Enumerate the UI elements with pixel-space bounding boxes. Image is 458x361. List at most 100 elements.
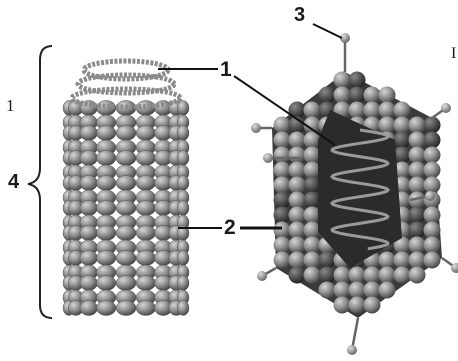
capsomere: [274, 252, 291, 269]
capsomere: [274, 237, 291, 254]
capsomere: [349, 102, 366, 119]
capsomere: [424, 117, 441, 134]
brace-number-label: 4: [8, 172, 19, 192]
capsomere: [304, 267, 321, 284]
capsomere: [364, 267, 381, 284]
nucleic-acid-coil: [72, 61, 180, 107]
capsomere: [274, 177, 291, 194]
capsomere: [424, 237, 441, 254]
capsomere: [96, 151, 115, 166]
capsomere: [304, 252, 321, 269]
capsomere: [116, 151, 136, 166]
capsomere: [394, 267, 411, 284]
icosahedral-virion: [251, 33, 458, 355]
capsomere: [116, 226, 136, 241]
capsomere: [424, 132, 441, 149]
capsomere: [409, 252, 426, 269]
capsomere: [334, 87, 351, 104]
capsomere: [289, 162, 306, 179]
capsomere: [319, 87, 336, 104]
capsomere: [274, 207, 291, 224]
capsomere: [116, 301, 136, 316]
capsomere: [424, 252, 441, 269]
capsomere: [96, 126, 115, 141]
capsomere: [349, 87, 366, 104]
capsomere: [177, 276, 189, 291]
capsomere: [409, 117, 426, 134]
capsomere: [364, 282, 381, 299]
capsomere: [177, 176, 189, 191]
corner-mark: I: [451, 46, 456, 62]
capsomere: [289, 237, 306, 254]
capsomere: [136, 226, 155, 241]
capsomere: [304, 162, 321, 179]
capsomere: [136, 176, 155, 191]
capsomere: [424, 222, 441, 239]
capsomere: [364, 102, 381, 119]
capsomere: [409, 207, 426, 224]
capsomere: [80, 176, 98, 191]
capsomere: [177, 151, 189, 166]
capsomere: [289, 207, 306, 224]
capsomere: [289, 147, 306, 164]
capsomere: [349, 267, 366, 284]
capsomere: [349, 72, 366, 89]
capsomere: [289, 177, 306, 194]
capsomere: [116, 251, 136, 266]
capsomere: [379, 282, 396, 299]
capsomere: [424, 147, 441, 164]
leader-line-3: [313, 24, 342, 38]
capsomere: [409, 222, 426, 239]
capsomere: [136, 126, 155, 141]
capsomere: [409, 267, 426, 284]
capsomere: [116, 201, 136, 216]
capsomere: [177, 301, 189, 316]
capsomere: [424, 177, 441, 194]
spike-knob: [441, 103, 451, 113]
spike-knob: [263, 153, 273, 163]
capsomere: [96, 301, 115, 316]
capsomere: [409, 177, 426, 194]
capsomere: [80, 251, 98, 266]
side-number-label: 1: [6, 97, 15, 114]
capsomere: [304, 177, 321, 194]
capsomere: [334, 267, 351, 284]
capsomere: [289, 192, 306, 209]
capsomere: [304, 192, 321, 209]
capsomere: [304, 237, 321, 254]
capsomere: [136, 251, 155, 266]
capsomere: [136, 151, 155, 166]
capsomere: [394, 252, 411, 269]
capsomere: [319, 252, 336, 269]
helix-label: 1: [220, 59, 232, 80]
capsomere: [96, 176, 115, 191]
capsomere: [289, 222, 306, 239]
capsomere: [409, 162, 426, 179]
capsomere: [177, 201, 189, 216]
capsomere: [289, 267, 306, 284]
capsomere: [80, 226, 98, 241]
left-brace: [28, 46, 52, 318]
capsomere: [319, 282, 336, 299]
capsomere: [394, 117, 411, 134]
capsomere: [304, 102, 321, 119]
capsomere: [394, 102, 411, 119]
capsomere: [274, 162, 291, 179]
capsomere: [80, 151, 98, 166]
capsomere: [274, 132, 291, 149]
capsomere: [80, 126, 98, 141]
capsomere: [177, 101, 189, 116]
spike-knob: [347, 345, 357, 355]
capsomere: [136, 276, 155, 291]
capsomere: [394, 132, 411, 149]
capsomere: [136, 201, 155, 216]
capsomere: [379, 267, 396, 284]
capsomere: [379, 252, 396, 269]
spike-label: 3: [294, 5, 305, 25]
capsomere: [80, 276, 98, 291]
capsomere: [304, 147, 321, 164]
capsomere: [177, 251, 189, 266]
capsomere-cylinder: [63, 101, 189, 316]
capsomere: [349, 282, 366, 299]
